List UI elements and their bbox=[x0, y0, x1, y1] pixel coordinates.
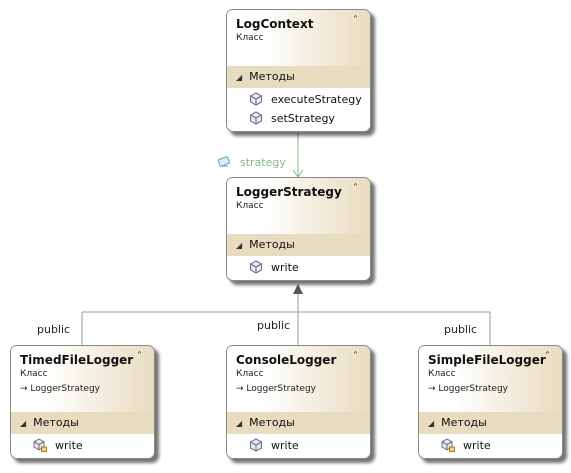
arrow-right-icon: → bbox=[20, 384, 31, 394]
method-name: write bbox=[55, 439, 83, 452]
triangle-down-icon: ◢ bbox=[236, 419, 243, 428]
class-header: TimedFileLogger Класс → LoggerStrategy ˄ bbox=[11, 346, 154, 412]
method-name: setStrategy bbox=[271, 112, 335, 125]
class-kind: Класс bbox=[20, 369, 48, 379]
base-class: → LoggerStrategy bbox=[428, 383, 554, 396]
class-name: SimpleFileLogger bbox=[428, 353, 546, 367]
section-label: Методы bbox=[249, 238, 295, 251]
class-header: SimpleFileLogger Класс → LoggerStrategy … bbox=[419, 346, 562, 412]
class-name: LogContext bbox=[236, 17, 314, 31]
method-item[interactable]: write bbox=[227, 436, 370, 455]
class-header: ConsoleLogger Класс → LoggerStrategy ˄ bbox=[227, 346, 370, 412]
double-chevron-up-icon[interactable]: ˄ bbox=[353, 351, 358, 362]
methods-list: executeStrategy setStrategy bbox=[227, 88, 370, 128]
class-kind: Класс bbox=[428, 369, 456, 379]
methods-section-header[interactable]: ◢ Методы bbox=[419, 412, 562, 434]
class-simple-file-logger[interactable]: SimpleFileLogger Класс → LoggerStrategy … bbox=[418, 345, 563, 459]
double-chevron-up-icon[interactable]: ˄ bbox=[545, 351, 550, 362]
method-name: write bbox=[271, 261, 299, 274]
triangle-down-icon: ◢ bbox=[20, 419, 27, 428]
base-class-name: LoggerStrategy bbox=[438, 384, 508, 394]
class-timed-file-logger[interactable]: TimedFileLogger Класс → LoggerStrategy ˄… bbox=[10, 345, 155, 459]
double-chevron-up-icon[interactable]: ˄ bbox=[137, 351, 142, 362]
arrow-right-icon: → bbox=[428, 384, 439, 394]
arrow-right-icon: → bbox=[236, 384, 247, 394]
method-item[interactable]: write bbox=[227, 258, 370, 277]
class-kind: Класс bbox=[236, 369, 264, 379]
section-label: Методы bbox=[249, 416, 295, 429]
method-item[interactable]: write bbox=[11, 436, 154, 455]
section-label: Методы bbox=[441, 416, 487, 429]
class-logger-strategy[interactable]: LoggerStrategy Класс ˄ ◢ Методы write bbox=[226, 177, 371, 281]
method-cube-icon bbox=[250, 111, 262, 125]
inheritance-arrowhead bbox=[293, 284, 303, 294]
section-label: Методы bbox=[33, 416, 79, 429]
inheritance-label-right: public bbox=[444, 323, 478, 336]
triangle-down-icon: ◢ bbox=[236, 73, 243, 82]
methods-list: write bbox=[419, 434, 562, 455]
class-console-logger[interactable]: ConsoleLogger Класс → LoggerStrategy ˄ ◢… bbox=[226, 345, 371, 459]
method-name: write bbox=[463, 439, 491, 452]
class-header: LogContext Класс ˄ bbox=[227, 10, 370, 66]
method-item[interactable]: executeStrategy bbox=[227, 90, 370, 109]
method-name: write bbox=[271, 439, 299, 452]
inheritance-label-left: public bbox=[37, 323, 71, 336]
base-class: → LoggerStrategy bbox=[20, 383, 146, 396]
methods-list: write bbox=[227, 434, 370, 455]
class-name: LoggerStrategy bbox=[236, 185, 342, 199]
method-cube-lock-icon bbox=[33, 438, 47, 452]
property-icon bbox=[217, 156, 230, 167]
methods-section-header[interactable]: ◢ Методы bbox=[11, 412, 154, 434]
method-item[interactable]: setStrategy bbox=[227, 109, 370, 128]
association-label[interactable]: strategy bbox=[240, 156, 286, 169]
methods-list: write bbox=[227, 256, 370, 277]
method-cube-icon bbox=[250, 92, 262, 106]
base-class-name: LoggerStrategy bbox=[246, 384, 316, 394]
class-kind: Класс bbox=[236, 201, 264, 211]
method-item[interactable]: write bbox=[419, 436, 562, 455]
section-label: Методы bbox=[249, 70, 295, 83]
base-class-name: LoggerStrategy bbox=[30, 384, 100, 394]
class-log-context[interactable]: LogContext Класс ˄ ◢ Методы executeStrate… bbox=[226, 9, 371, 132]
base-class: → LoggerStrategy bbox=[236, 383, 362, 396]
methods-section-header[interactable]: ◢ Методы bbox=[227, 234, 370, 256]
triangle-down-icon: ◢ bbox=[428, 419, 435, 428]
class-name: TimedFileLogger bbox=[20, 353, 134, 367]
method-cube-icon bbox=[250, 438, 262, 452]
class-header: LoggerStrategy Класс ˄ bbox=[227, 178, 370, 234]
methods-section-header[interactable]: ◢ Методы bbox=[227, 412, 370, 434]
class-name: ConsoleLogger bbox=[236, 353, 337, 367]
methods-section-header[interactable]: ◢ Методы bbox=[227, 66, 370, 88]
triangle-down-icon: ◢ bbox=[236, 241, 243, 250]
double-chevron-up-icon[interactable]: ˄ bbox=[353, 15, 358, 26]
method-cube-lock-icon bbox=[441, 438, 455, 452]
method-cube-icon bbox=[250, 260, 262, 274]
method-name: executeStrategy bbox=[271, 93, 362, 106]
double-chevron-up-icon[interactable]: ˄ bbox=[353, 183, 358, 194]
inheritance-label-middle: public bbox=[257, 319, 291, 332]
class-kind: Класс bbox=[236, 33, 264, 43]
methods-list: write bbox=[11, 434, 154, 455]
